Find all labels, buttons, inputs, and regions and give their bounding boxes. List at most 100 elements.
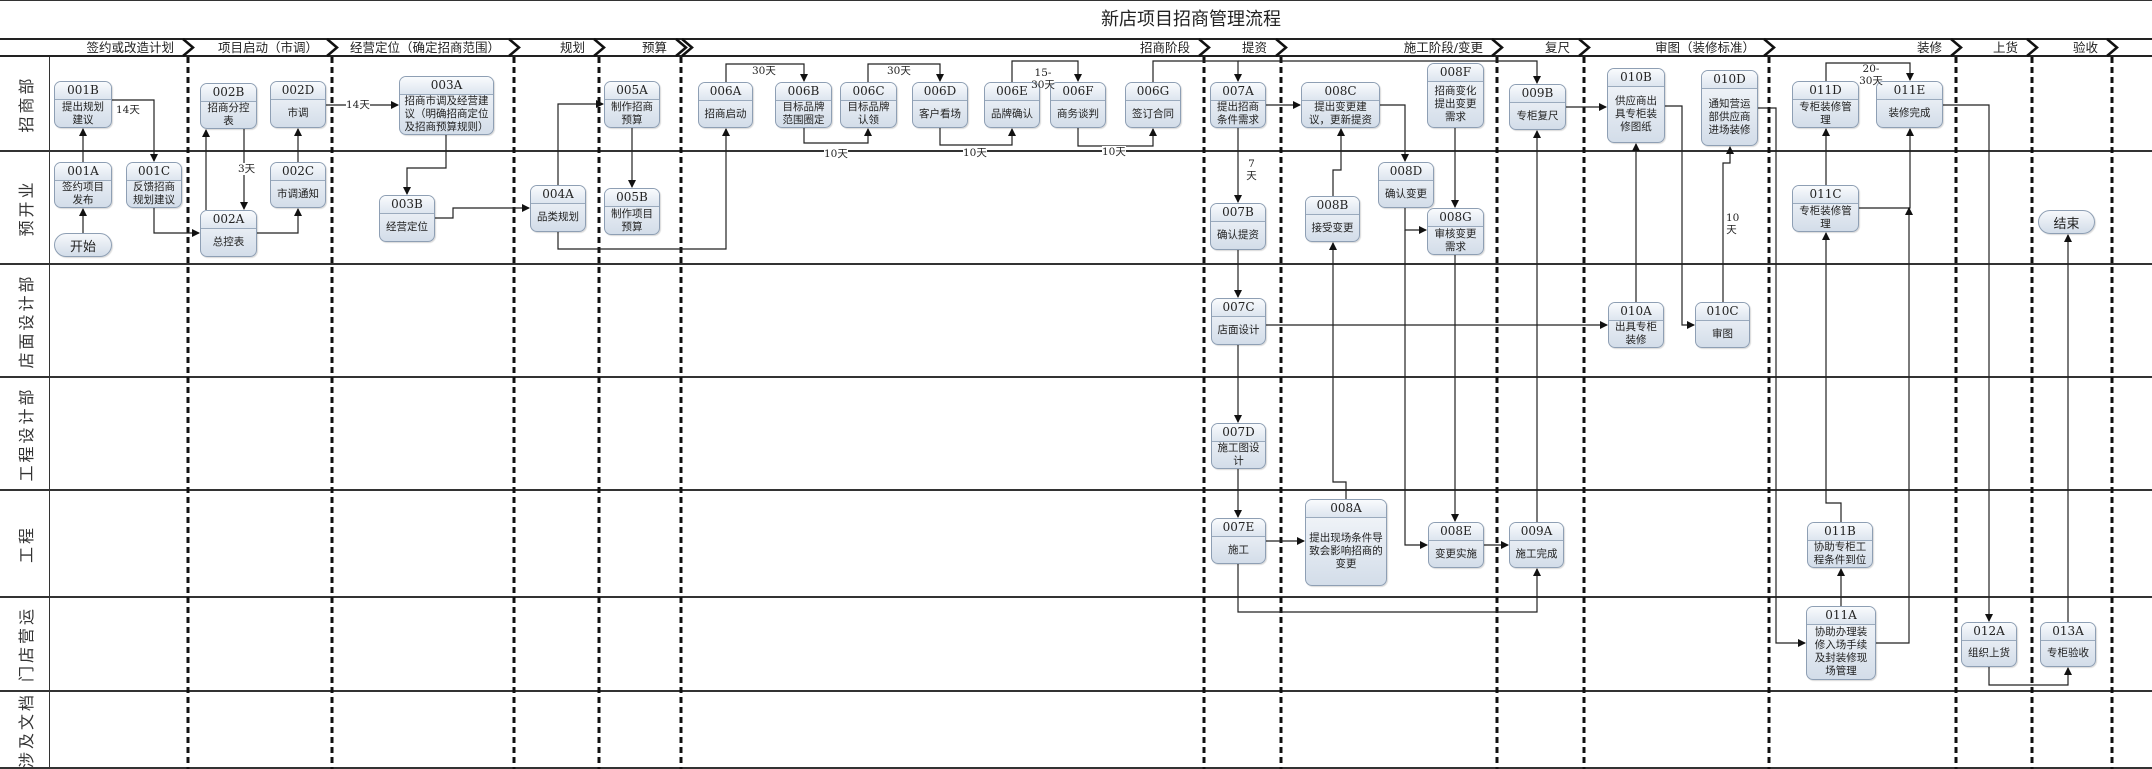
node-id: 006F — [1051, 83, 1105, 101]
node-id: 009A — [1510, 523, 1563, 541]
node-id: 005B — [605, 189, 659, 207]
flow-arrow — [1859, 128, 1914, 209]
duration-label: 14天 — [116, 104, 140, 116]
node-id: 008E — [1429, 523, 1483, 541]
node-id: 006A — [699, 83, 752, 101]
flow-arrow — [867, 63, 944, 82]
node-id: 011D — [1793, 82, 1858, 100]
flow-arrow — [1077, 128, 1157, 147]
node-text: 招商市调及经营建议（明确招商定位及招商预算规则） — [404, 95, 489, 133]
node-id: 008B — [1306, 197, 1359, 215]
node-id: 006G — [1126, 83, 1180, 101]
process-node-006A[interactable]: 006A 招商启动 — [698, 82, 753, 128]
phase-label: 施工阶段/变更 — [1403, 40, 1483, 55]
node-id: 011C — [1793, 186, 1858, 204]
duration-label: 3天 — [238, 163, 256, 175]
node-id: 006C — [841, 83, 896, 101]
node-text: 供应商出具专柜装修图纸 — [1615, 95, 1657, 133]
flow-arrow — [435, 204, 530, 219]
flow-arrow — [1876, 207, 1913, 644]
node-text: 招商启动 — [704, 107, 747, 120]
swimlane: 招商部 — [0, 57, 2152, 152]
node-text: 协助专柜工程条件到位 — [1813, 541, 1867, 566]
phase-label: 装修 — [1916, 40, 1942, 55]
node-id: 001A — [55, 163, 111, 181]
flow-arrow — [1380, 104, 1409, 162]
node-text: 确认变更 — [1385, 187, 1427, 200]
node-text: 制作项目预算 — [611, 207, 653, 233]
flow-arrow — [1404, 208, 1427, 234]
node-id: 007B — [1211, 204, 1265, 222]
process-node-end[interactable]: 结束 — [2038, 210, 2095, 234]
phase-chevron — [593, 38, 606, 57]
node-id: 002A — [201, 211, 256, 229]
node-id: 001B — [55, 82, 111, 100]
duration-label: 10天 — [824, 148, 848, 160]
process-node-008B[interactable]: 008B 接受变更 — [1305, 196, 1360, 242]
flow-arrow — [1404, 230, 1428, 549]
flow-arrow — [1822, 232, 1842, 522]
node-text: 提出现场条件导致会影响招商的变更 — [1309, 532, 1383, 570]
process-node-start[interactable]: 开始 — [54, 233, 112, 257]
node-id: 013A — [2041, 623, 2095, 641]
swimlane: 预开业 — [0, 152, 2152, 265]
lane-label: 门店营运 — [0, 598, 50, 690]
flow-arrow — [725, 63, 808, 82]
lane-label: 预开业 — [0, 152, 50, 263]
phase-header: 签约或改造计划项目启动（市调）经营定位（确定招商范围）规划预算招商阶段提资施工阶… — [0, 38, 2152, 57]
node-text: 施工图设计 — [1217, 442, 1260, 467]
flow-arrow — [1238, 60, 1541, 84]
swimlane: 涉及文档 — [0, 691, 2152, 769]
phase-label: 上货 — [1992, 40, 2018, 55]
node-text: 专柜复尺 — [1516, 109, 1559, 122]
node-text: 接受变更 — [1311, 221, 1354, 234]
node-id: 004A — [531, 186, 585, 204]
duration-label: 30天 — [752, 65, 776, 77]
swimlane: 工程 — [0, 491, 2152, 598]
node-id: 007D — [1212, 424, 1265, 442]
node-id: 010D — [1702, 71, 1757, 89]
